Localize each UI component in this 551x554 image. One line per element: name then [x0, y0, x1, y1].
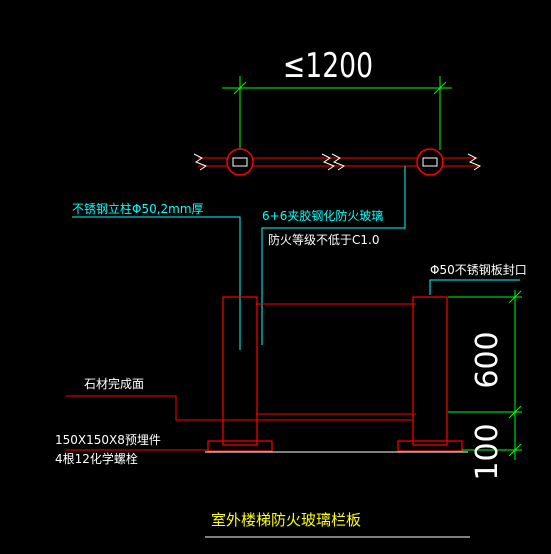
glass-spec-leader [261, 166, 406, 345]
base-plate-right [397, 440, 463, 452]
elevation-post-left [222, 296, 258, 446]
glass-spec-label-line1: 6+6夹胶钢化防火玻璃 [262, 208, 383, 223]
break-mark-mid-a [321, 153, 336, 171]
base-plate-left [207, 440, 273, 452]
stone-finish-line [66, 395, 413, 421]
post-spec-leader [72, 216, 241, 350]
top-dim-tick-right [433, 81, 447, 95]
break-marks [193, 153, 482, 171]
top-dimension-label: ≤1200 [283, 46, 373, 86]
break-mark-mid-b [331, 153, 346, 171]
plan-view: ≤1200 [193, 46, 482, 176]
plan-posts [226, 148, 444, 176]
elevation-post-right [412, 296, 448, 446]
break-mark-left [193, 153, 208, 171]
stone-finish-label: 石材完成面 [84, 376, 144, 391]
embed-label-line2: 4根12化学螺栓 [55, 451, 138, 466]
glass-spec-label-line2: 防火等级不低于C1.0 [268, 232, 379, 247]
cap-spec-label: Φ50不锈钢板封口 [430, 263, 527, 277]
drawing-title: 室外楼梯防火玻璃栏板 [211, 511, 361, 529]
break-mark-right [467, 153, 482, 171]
dim-100-label: 100 [470, 423, 505, 480]
plan-post-right-slot [422, 157, 438, 167]
vertical-dimensions [448, 290, 522, 460]
post-spec-label: 不锈钢立柱Φ50,2mm厚 [72, 201, 204, 216]
plan-post-left-slot [232, 157, 248, 167]
cap-spec-leader [429, 279, 520, 295]
vert-dim-tick-top [508, 290, 522, 304]
top-dimension [222, 76, 452, 150]
vert-dim-tick-bottom [508, 443, 522, 457]
top-dim-tick-left [233, 81, 247, 95]
dim-600-label: 600 [470, 331, 505, 388]
embed-label-line1: 150X150X8预埋件 [55, 433, 161, 447]
annotation-leaders [72, 166, 520, 350]
vert-dim-tick-mid [508, 405, 522, 419]
elevation-view [66, 296, 468, 453]
